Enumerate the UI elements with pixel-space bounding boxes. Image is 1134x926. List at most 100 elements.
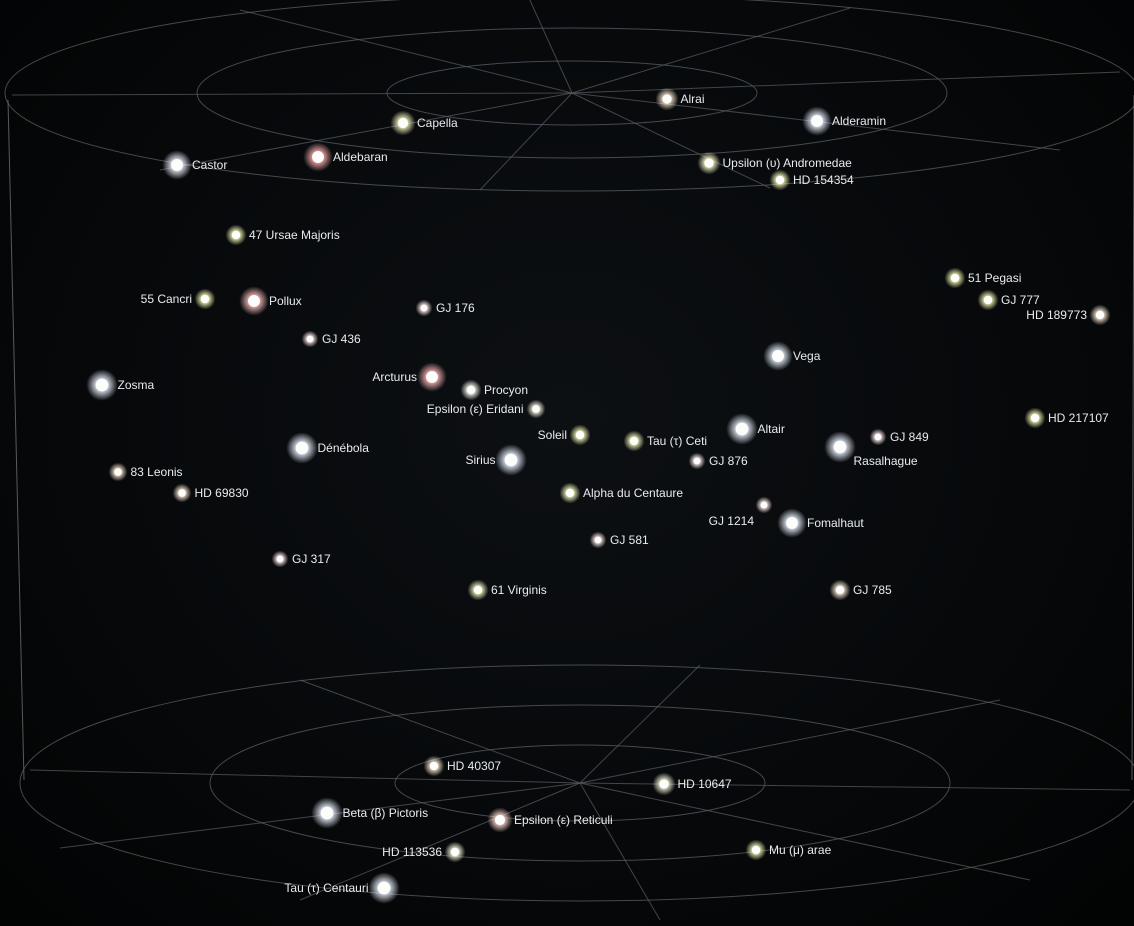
star-22[interactable]: Tau (τ) Ceti	[623, 430, 708, 452]
star-2[interactable]: Alderamin	[802, 106, 886, 136]
star-18[interactable]: Procyon	[460, 379, 529, 401]
star-35[interactable]: GJ 317	[271, 550, 331, 568]
star-label: HD 69830	[195, 486, 249, 500]
star-15[interactable]: Vega	[763, 341, 821, 371]
star-6[interactable]: HD 154354	[769, 169, 855, 191]
star-label: Soleil	[538, 428, 567, 442]
star-32[interactable]: GJ 1214	[709, 496, 773, 528]
star-dot	[1095, 310, 1105, 320]
star-label: Capella	[417, 116, 458, 130]
star-28[interactable]: Rasalhague	[824, 431, 918, 468]
star-label: GJ 436	[322, 332, 361, 346]
star-label: Pollux	[269, 294, 302, 308]
star-label: 47 Ursae Majoris	[249, 228, 340, 242]
star-19[interactable]: Epsilon (ε) Eridani	[427, 399, 546, 419]
star-39[interactable]: HD 10647	[652, 772, 732, 796]
star-dot	[466, 385, 476, 395]
star-label: GJ 176	[436, 301, 475, 315]
star-label: GJ 849	[890, 430, 929, 444]
star-3[interactable]: Castor	[162, 150, 227, 180]
star-label: Arcturus	[372, 370, 417, 384]
star-label: Tau (τ) Centauri	[284, 881, 368, 895]
star-36[interactable]: 61 Virginis	[467, 579, 547, 601]
star-29[interactable]: 83 Leonis	[108, 462, 183, 482]
star-label: HD 189773	[1026, 308, 1087, 322]
star-13[interactable]: GJ 176	[415, 299, 475, 317]
star-dot	[248, 295, 260, 307]
star-dot	[532, 405, 540, 413]
star-dot	[473, 585, 483, 595]
star-1[interactable]: Capella	[390, 110, 458, 136]
star-42[interactable]: HD 113536	[382, 841, 466, 863]
star-dot	[1030, 413, 1040, 423]
star-label: 61 Virginis	[491, 583, 547, 597]
star-label: HD 40307	[447, 759, 501, 773]
star-label: Beta (β) Pictoris	[343, 806, 429, 820]
star-21[interactable]: Soleil	[538, 424, 591, 446]
star-label: Sirius	[465, 453, 495, 467]
star-dot	[178, 489, 186, 497]
star-dot	[594, 536, 602, 544]
star-label: GJ 785	[853, 583, 892, 597]
star-4[interactable]: Aldebaran	[303, 142, 388, 172]
star-dot	[751, 845, 761, 855]
star-26[interactable]: Sirius	[465, 444, 527, 476]
star-16[interactable]: Zosma	[86, 369, 155, 401]
star-dot	[276, 555, 284, 563]
star-label: 51 Pegasi	[968, 271, 1021, 285]
star-31[interactable]: Alpha du Centaure	[559, 482, 684, 504]
star-33[interactable]: Fomalhaut	[777, 508, 864, 538]
star-5[interactable]: Upsilon (υ) Andromedae	[697, 151, 853, 175]
star-dot	[565, 488, 575, 498]
star-label: Epsilon (ε) Reticuli	[514, 813, 613, 827]
star-25[interactable]: Dénébola	[286, 432, 369, 464]
star-10[interactable]: HD 189773	[1026, 304, 1111, 326]
star-dot	[950, 273, 960, 283]
star-label: 83 Leonis	[131, 465, 183, 479]
star-9[interactable]: GJ 777	[977, 289, 1041, 311]
star-dot	[786, 517, 798, 529]
star-dot	[504, 453, 518, 467]
star-34[interactable]: GJ 581	[589, 531, 649, 549]
star-dot	[772, 350, 784, 362]
star-38[interactable]: HD 40307	[423, 755, 502, 777]
star-dot	[450, 847, 460, 857]
star-dot	[429, 761, 439, 771]
star-41[interactable]: Epsilon (ε) Reticuli	[487, 807, 613, 833]
star-label: Alrai	[681, 92, 705, 106]
star-8[interactable]: 51 Pegasi	[944, 267, 1022, 289]
star-dot	[811, 115, 823, 127]
star-14[interactable]: GJ 436	[301, 330, 361, 348]
star-11[interactable]: 55 Cancri	[141, 288, 216, 310]
star-dot	[629, 436, 639, 446]
star-label: 55 Cancri	[141, 292, 192, 306]
star-40[interactable]: Beta (β) Pictoris	[311, 797, 428, 829]
cylinder-left-wall	[7, 99, 25, 781]
star-12[interactable]: Pollux	[239, 286, 302, 316]
star-20[interactable]: HD 217107	[1024, 407, 1110, 429]
star-label: Vega	[793, 349, 821, 363]
star-23[interactable]: Altair	[726, 413, 785, 445]
star-37[interactable]: GJ 785	[829, 579, 893, 601]
star-dot	[312, 151, 324, 163]
star-dot	[983, 295, 993, 305]
star-17[interactable]: Arcturus	[372, 362, 447, 392]
star-dot	[494, 814, 506, 826]
star-label: Rasalhague	[854, 454, 918, 468]
star-7[interactable]: 47 Ursae Majoris	[225, 224, 340, 246]
star-dot	[200, 294, 210, 304]
star-43[interactable]: Mu (μ) arae	[745, 839, 832, 861]
star-label: HD 217107	[1048, 411, 1109, 425]
star-label: Altair	[758, 422, 785, 436]
star-dot	[833, 440, 847, 454]
star-30[interactable]: HD 69830	[172, 483, 249, 503]
star-0[interactable]: Alrai	[655, 87, 705, 111]
star-label: Upsilon (υ) Andromedae	[723, 156, 853, 170]
star-label: Dénébola	[318, 441, 370, 455]
star-27[interactable]: GJ 876	[688, 452, 748, 470]
star-24[interactable]: GJ 849	[869, 428, 929, 446]
star-label: Alpha du Centaure	[583, 486, 683, 500]
star-44[interactable]: Tau (τ) Centauri	[284, 872, 400, 904]
star-label: Zosma	[118, 378, 155, 392]
